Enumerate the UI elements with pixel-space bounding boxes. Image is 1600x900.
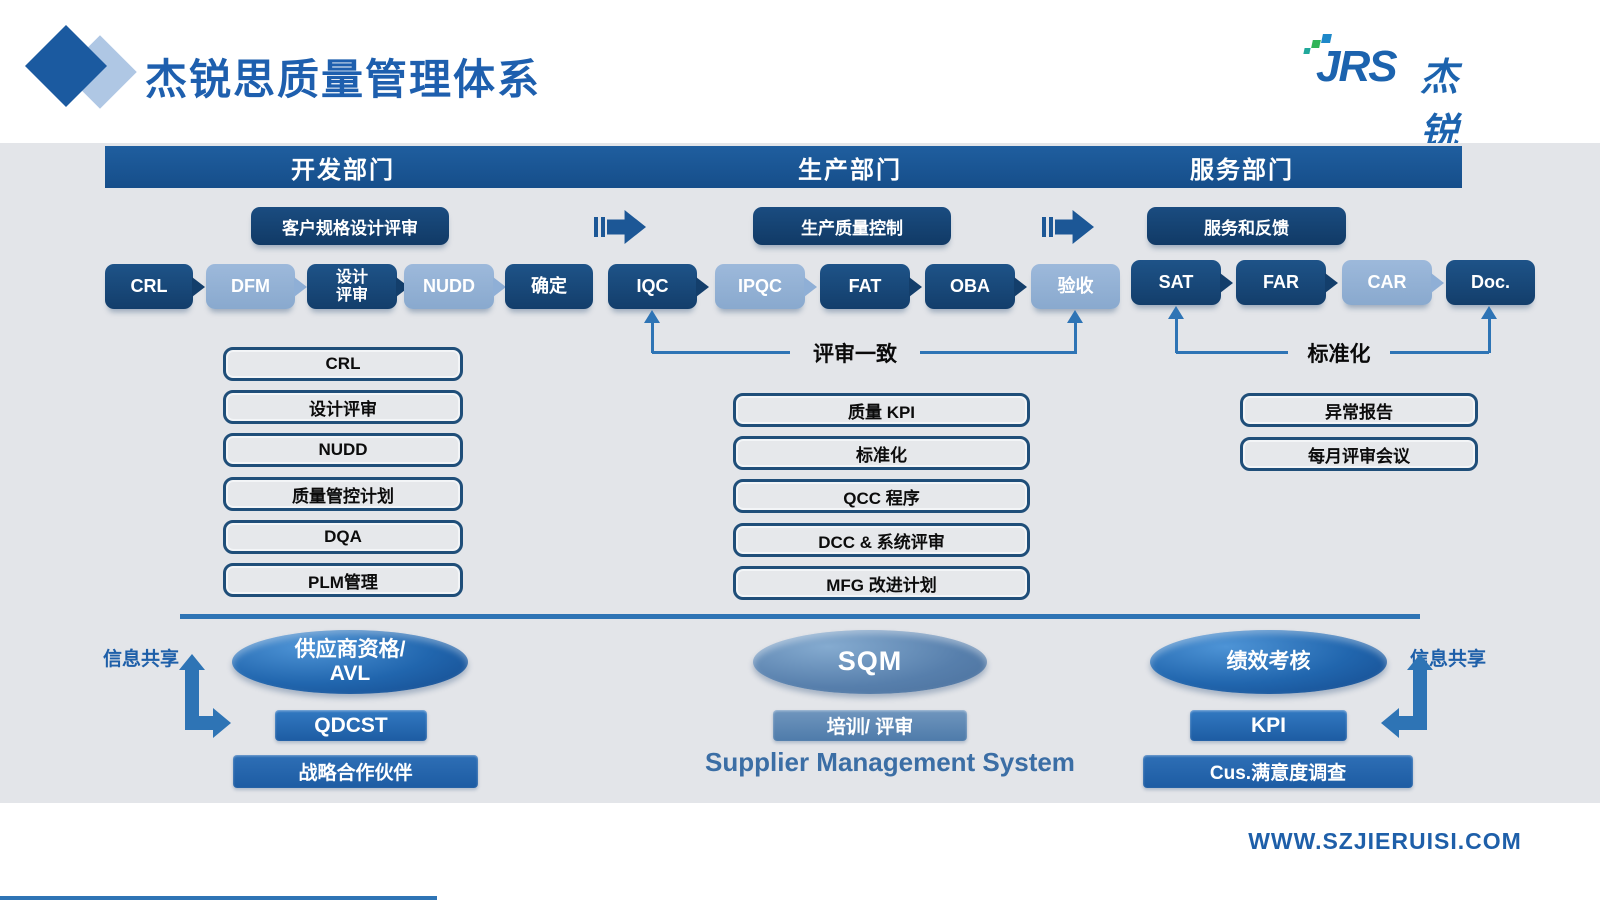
list-item: DQA — [223, 520, 463, 554]
arrow-stripe — [1049, 217, 1053, 237]
arrow-stem — [185, 716, 213, 730]
connector-arrowhead-acceptance-icon — [1067, 310, 1083, 323]
arrow-body — [607, 210, 646, 244]
flow-arrow-prod-to-service-icon — [1042, 210, 1094, 244]
flow-arrow-dev-to-prod-icon — [594, 210, 646, 244]
dept-production: 生产部门 — [798, 156, 902, 184]
connector-line — [651, 322, 654, 353]
connector-line — [652, 351, 790, 354]
arrow-body — [1055, 210, 1094, 244]
arrow-up-head — [1407, 654, 1433, 670]
chain-step-nudd: NUDD — [404, 264, 494, 309]
section-divider — [180, 614, 1420, 619]
chain-step-oba: OBA — [925, 264, 1015, 309]
content-background — [0, 143, 1600, 803]
chain-step-ipqc: IPQC — [715, 264, 805, 309]
list-item: NUDD — [223, 433, 463, 467]
connector-label-standardization: 标准化 — [1307, 343, 1371, 366]
connector-line — [920, 351, 1077, 354]
chain-step-far: FAR — [1236, 260, 1326, 305]
connector-arrowhead-iqc-icon — [644, 310, 660, 323]
brand-latin: JRS — [1316, 42, 1398, 91]
ellipse-supplier-avl: 供应商资格/ AVL — [232, 630, 468, 694]
chain-step-crl: CRL — [105, 264, 193, 309]
info-share-left-arrow-icon — [178, 654, 234, 746]
tag-kpi: KPI — [1190, 710, 1347, 741]
chain-step-dfm: DFM — [206, 264, 295, 309]
chain-step-design-review: 设计 评审 — [307, 264, 397, 309]
chain-step-car: CAR — [1342, 260, 1432, 305]
arrow-left-head — [1381, 708, 1399, 738]
banner-customer-satisfaction: Cus.满意度调查 — [1143, 755, 1413, 788]
connector-arrowhead-doc-icon — [1481, 306, 1497, 319]
chain-step-acceptance: 验收 — [1031, 264, 1120, 309]
connector-label-review-consistency: 评审一致 — [813, 343, 897, 366]
info-share-left-label: 信息共享 — [103, 649, 180, 670]
list-item: 异常报告 — [1240, 393, 1478, 427]
list-item: QCC 程序 — [733, 479, 1030, 513]
subheader-production-quality-control: 生产质量控制 — [753, 207, 951, 245]
info-share-right-arrow-icon — [1378, 654, 1434, 746]
subheader-service-feedback: 服务和反馈 — [1147, 207, 1346, 245]
chain-step-sat: SAT — [1131, 260, 1221, 305]
banner-strategic-partner: 战略合作伙伴 — [233, 755, 478, 788]
connector-line — [1390, 351, 1489, 354]
arrow-stem — [1413, 668, 1427, 730]
chain-step-doc: Doc. — [1446, 260, 1535, 305]
ellipse-performance: 绩效考核 — [1150, 630, 1387, 694]
tag-training-review: 培训/ 评审 — [773, 710, 967, 741]
arrow-right-head — [213, 708, 231, 738]
arrow-stripe — [594, 217, 598, 237]
list-item: MFG 改进计划 — [733, 566, 1030, 600]
arrow-stem — [1399, 716, 1427, 730]
footer-accent-line — [0, 896, 437, 900]
chain-step-confirm: 确定 — [505, 264, 593, 309]
chain-step-iqc: IQC — [608, 264, 697, 309]
supplier-management-system-label: Supplier Management System — [705, 747, 1075, 777]
list-item: 质量 KPI — [733, 393, 1030, 427]
list-item: CRL — [223, 347, 463, 381]
dept-development: 开发部门 — [291, 156, 395, 184]
list-item: 设计评审 — [223, 390, 463, 424]
logo-square-teal-icon — [1303, 48, 1311, 54]
arrow-stripe — [601, 217, 605, 237]
list-item: PLM管理 — [223, 563, 463, 597]
department-header-bar: 开发部门 生产部门 服务部门 — [105, 146, 1462, 188]
chain-step-fat: FAT — [820, 264, 910, 309]
arrow-up-head — [179, 654, 205, 670]
list-item: 质量管控计划 — [223, 477, 463, 511]
tag-qdcst: QDCST — [275, 710, 427, 741]
connector-arrowhead-sat-icon — [1168, 306, 1184, 319]
connector-line — [1175, 318, 1178, 353]
connector-line — [1176, 351, 1288, 354]
list-item: DCC & 系统评审 — [733, 523, 1030, 557]
ellipse-sqm: SQM — [753, 630, 987, 694]
website-url: WWW.SZJIERUISI.COM — [1248, 828, 1522, 854]
connector-line — [1074, 322, 1077, 353]
arrow-stripe — [1042, 217, 1046, 237]
connector-line — [1488, 318, 1491, 353]
arrow-stem — [185, 668, 199, 730]
subheader-customer-spec-review: 客户规格设计评审 — [251, 207, 449, 245]
list-item: 标准化 — [733, 436, 1030, 470]
list-item: 每月评审会议 — [1240, 437, 1478, 471]
dept-service: 服务部门 — [1190, 156, 1294, 184]
page-title: 杰锐思质量管理体系 — [145, 56, 542, 103]
